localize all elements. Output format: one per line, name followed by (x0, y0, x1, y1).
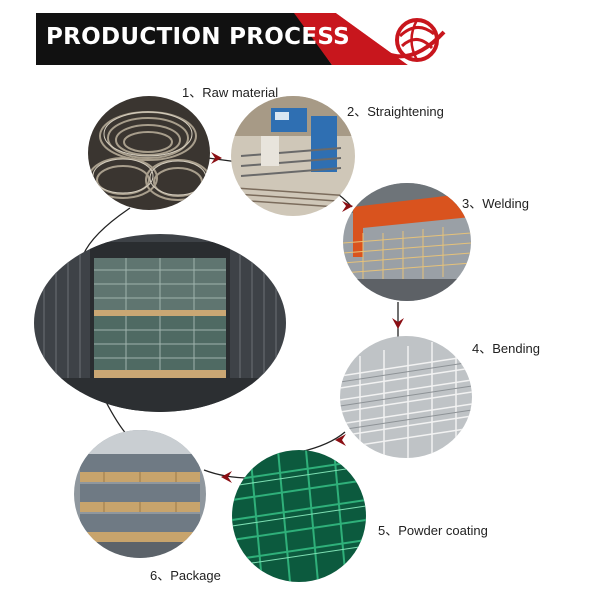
arrow-icon (335, 434, 346, 446)
container-loading-photo (34, 234, 286, 412)
welding-photo (343, 183, 471, 301)
arrow-icon (392, 318, 404, 329)
step-label-raw-material: 1、Raw material (182, 85, 279, 100)
arrow-icon (342, 201, 353, 212)
package-photo (74, 430, 206, 558)
arrow-icon (211, 152, 222, 164)
globe-swoosh-icon (387, 18, 446, 62)
bending-photo (340, 336, 472, 458)
step-label-bending: 4、Bending (472, 341, 540, 356)
arrow-icon (221, 471, 232, 483)
step-label-welding: 3、Welding (462, 196, 529, 211)
powder-coating-photo (232, 450, 366, 582)
page-title: PRODUCTION PROCESS (46, 24, 351, 50)
step-label-straightening: 2、Straightening (347, 104, 444, 119)
step-label-package: 6、Package (150, 568, 221, 583)
raw-material-photo (88, 96, 210, 210)
straightening-photo (231, 96, 355, 216)
step-label-powder-coating: 5、Powder coating (378, 523, 488, 538)
